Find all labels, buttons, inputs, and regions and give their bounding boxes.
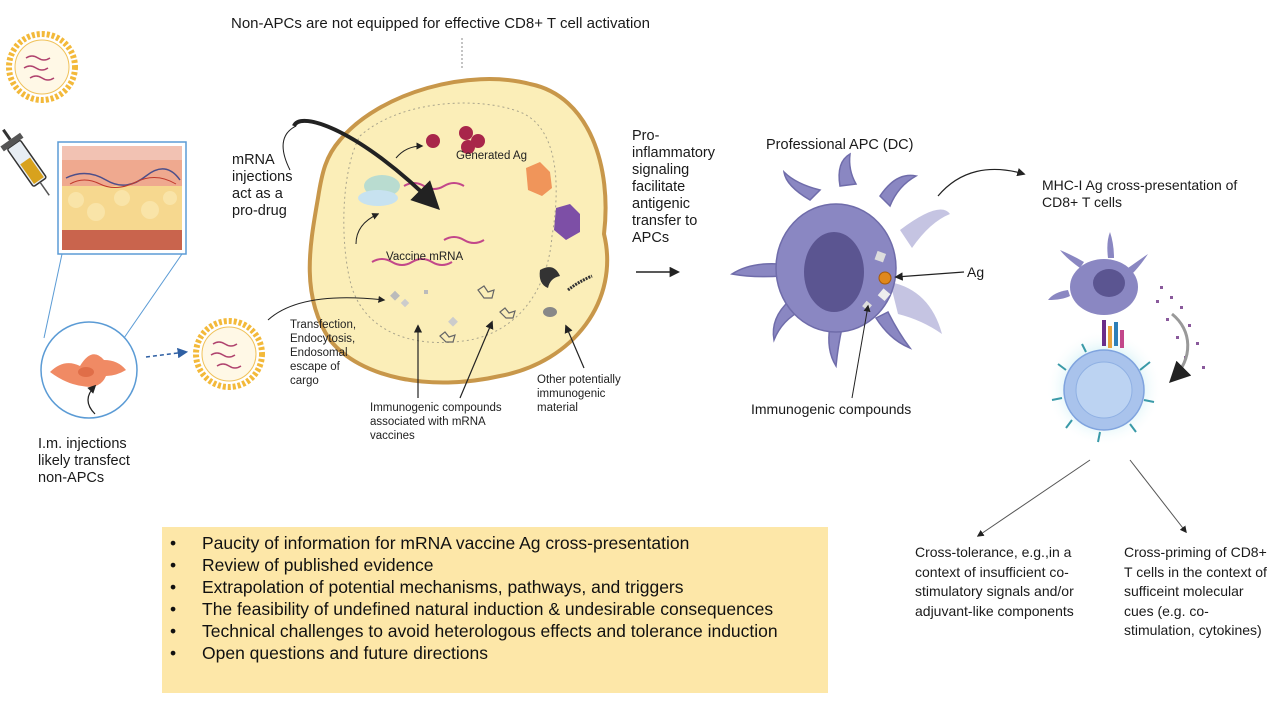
mrna-prodrug-label: mRNA injections act as a pro-drug (232, 152, 293, 219)
skin-tissue-section (57, 141, 187, 255)
lipid-nanoparticle-icon (6, 31, 78, 103)
apc-immunogenic-label: Immunogenic compounds (751, 401, 912, 417)
ag-label: Ag (967, 264, 985, 280)
summary-item: The feasibility of undefined natural ind… (162, 598, 828, 620)
syringe-icon (0, 128, 50, 196)
summary-box: Paucity of information for mRNA vaccine … (162, 527, 828, 693)
summary-list: Paucity of information for mRNA vaccine … (162, 527, 828, 664)
generated-ag-label: Generated Ag (456, 150, 527, 162)
proinflammatory-label: Pro-inflammatory signaling facilitate an… (632, 128, 715, 246)
transfected-muscle-cell (40, 321, 138, 419)
cross-tolerance-label: Cross-tolerance, e.g.,in a context of in… (915, 544, 1074, 619)
immunogenic-compounds-label: Immunogenic compounds associated with mR… (370, 402, 502, 442)
summary-item: Extrapolation of potential mechanisms, p… (162, 576, 828, 598)
apc-title: Professional APC (DC) (766, 137, 914, 153)
mhc-cross-presentation-label: MHC-I Ag cross-presentation of CD8+ T ce… (1042, 177, 1238, 210)
dendritic-cell (730, 152, 950, 369)
im-injection-label: I.m. injections likely transfect non-APC… (38, 436, 130, 486)
dc-t-cell-interaction (1046, 232, 1205, 446)
other-material-label: Other potentially immunogenic material (537, 374, 621, 414)
summary-item: Open questions and future directions (162, 642, 828, 664)
non-apc-cell (307, 77, 610, 385)
summary-item: Paucity of information for mRNA vaccine … (162, 532, 828, 554)
transfection-label: Transfection, Endocytosis, Endosomal esc… (290, 319, 357, 387)
cross-priming-label: Cross-priming of CD8+ T cells in the con… (1124, 544, 1267, 638)
summary-item: Technical challenges to avoid heterologo… (162, 620, 828, 642)
vaccine-mrna-label: Vaccine mRNA (386, 251, 464, 263)
summary-item: Review of published evidence (162, 554, 828, 576)
header-title: Non-APCs are not equipped for effective … (231, 15, 650, 32)
lipid-nanoparticle-icon (193, 318, 265, 390)
